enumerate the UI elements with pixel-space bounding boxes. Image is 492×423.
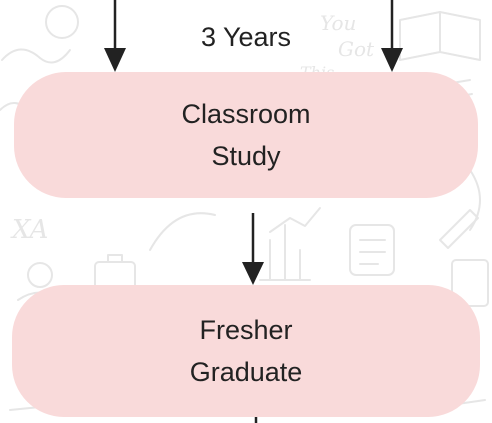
node-label-line1: Classroom xyxy=(181,99,311,129)
arrow-left-down xyxy=(104,0,126,72)
doodle-book-icon xyxy=(399,11,481,61)
doodle-trend-icon xyxy=(269,207,321,233)
node-label-line1: Fresher xyxy=(199,315,293,345)
doodle-note-lines xyxy=(359,239,386,265)
edge-label-duration: 3 Years xyxy=(200,22,292,52)
doodle-note-icon xyxy=(349,224,395,276)
doodle-person-icon xyxy=(27,262,53,288)
doodle-text-2: Got xyxy=(338,37,375,61)
doodle-text-1: You xyxy=(320,11,356,35)
node-label-line2: Graduate xyxy=(189,357,303,387)
doodle-arc-icon xyxy=(149,212,216,251)
node-label-line2: Study xyxy=(211,141,281,171)
doodle-brush-icon xyxy=(1,48,71,64)
doodle-translate-icon: XA xyxy=(10,215,48,245)
doodle-pencil-icon xyxy=(439,209,479,249)
arrow-middle-down xyxy=(242,213,264,285)
doodle-curve-icon xyxy=(469,169,481,231)
doodle-ball-icon xyxy=(45,5,79,39)
arrow-right-down xyxy=(381,0,403,72)
node-classroom-study: Classroom Study xyxy=(14,72,478,198)
doodle-briefcase-handle xyxy=(107,254,123,263)
node-fresher-graduate: Fresher Graduate xyxy=(12,285,480,417)
doodle-chart-icon xyxy=(259,224,311,281)
